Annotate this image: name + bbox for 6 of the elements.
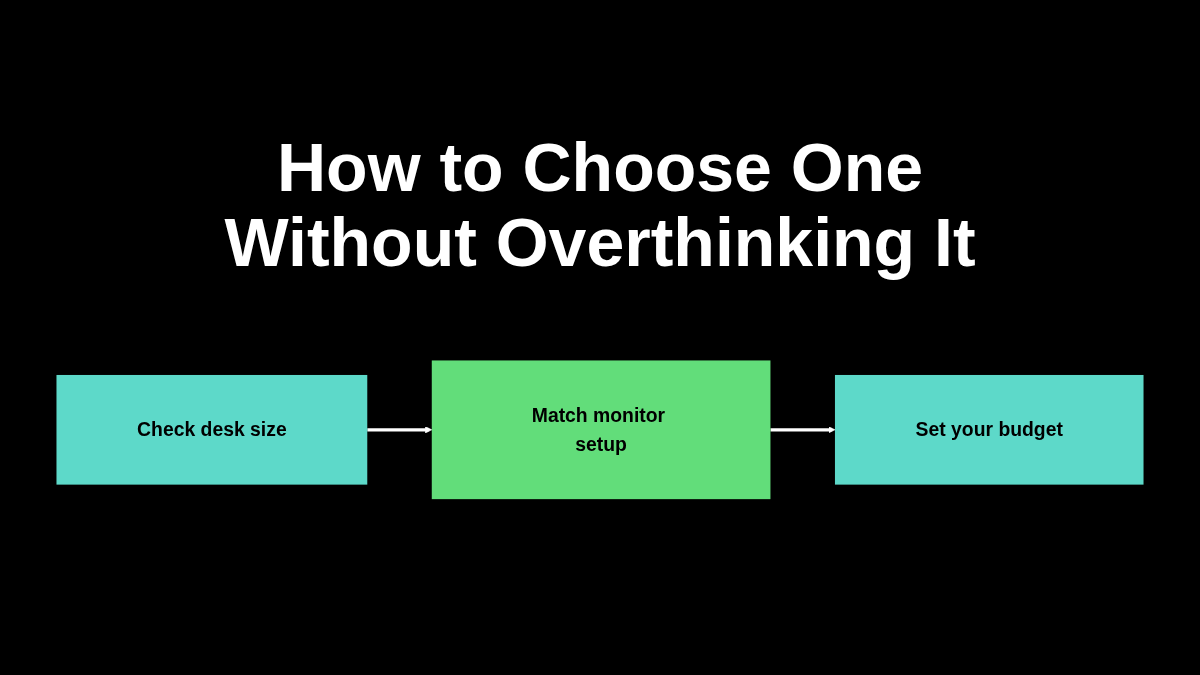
- node-box: Match monitor setup: [431, 360, 771, 499]
- arrow: [367, 426, 433, 434]
- node-box: Set your budget: [834, 374, 1144, 485]
- arrow: [770, 426, 836, 434]
- title: How to Choose One Without Overthinking It: [223, 130, 977, 280]
- node-box: Check desk size: [56, 374, 368, 485]
